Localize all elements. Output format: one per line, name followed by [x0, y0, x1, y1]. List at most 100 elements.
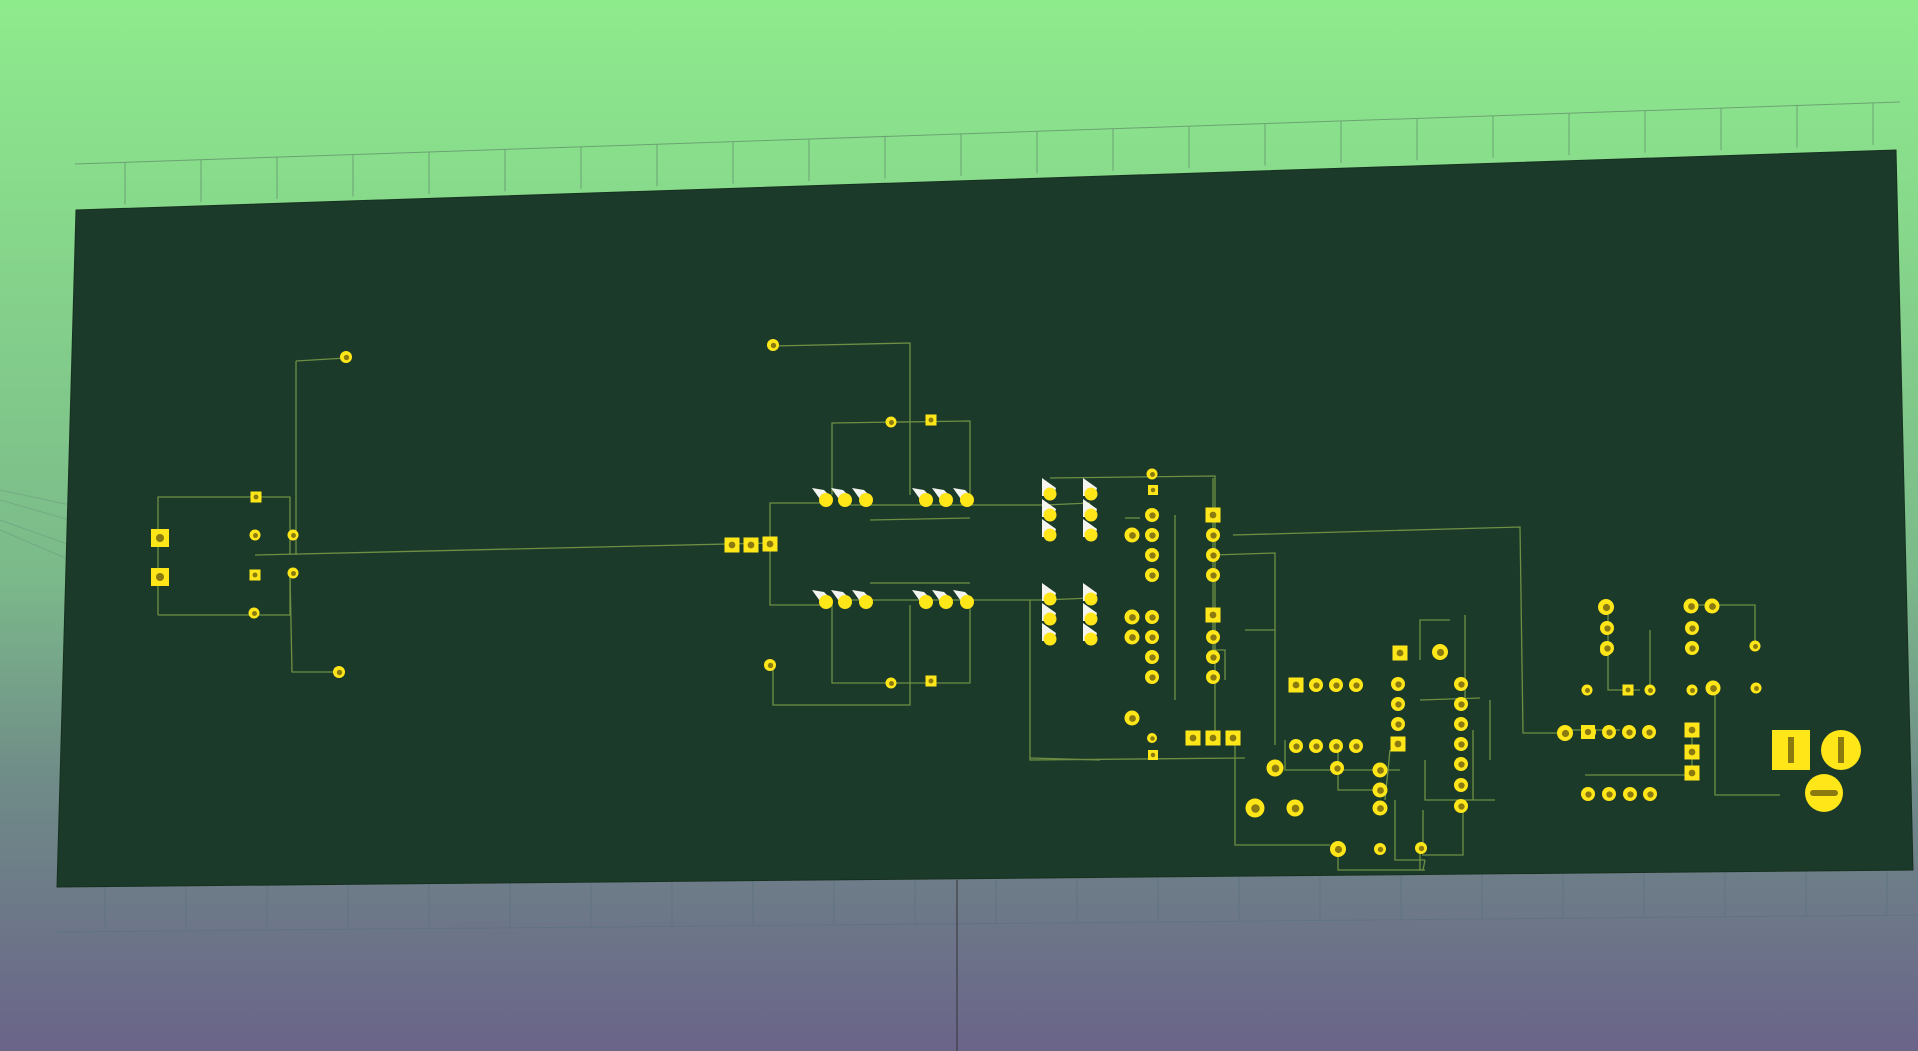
pad-round[interactable] [1454, 778, 1468, 792]
pad-round[interactable] [1644, 684, 1656, 696]
pad-square[interactable] [1581, 725, 1595, 739]
pad-round[interactable] [1124, 609, 1140, 625]
pad-round[interactable] [1206, 670, 1220, 684]
pad-round[interactable] [1454, 717, 1468, 731]
pad-round[interactable] [1286, 799, 1304, 817]
pad-square[interactable] [724, 537, 740, 553]
pad-round[interactable] [1309, 739, 1323, 753]
pad-round[interactable] [1600, 641, 1614, 655]
pad-round[interactable] [1330, 761, 1344, 775]
pad-round[interactable] [1581, 787, 1595, 801]
pad-round[interactable] [1454, 737, 1468, 751]
pad-square[interactable] [249, 569, 261, 581]
pad-round[interactable] [1145, 630, 1159, 644]
pad-round[interactable] [1372, 762, 1388, 778]
pad-round[interactable] [1454, 697, 1468, 711]
pad-round[interactable] [248, 607, 260, 619]
pad-square[interactable] [1684, 765, 1700, 781]
pad-round[interactable] [885, 677, 897, 689]
pad-round[interactable] [1145, 508, 1159, 522]
pad-round[interactable] [287, 529, 299, 541]
pad-square[interactable] [1392, 645, 1408, 661]
pad-square[interactable] [925, 675, 937, 687]
pad-round[interactable] [1750, 682, 1762, 694]
pad-round[interactable] [287, 567, 299, 579]
pad-round[interactable] [1432, 644, 1448, 660]
pad-round[interactable] [340, 351, 352, 363]
pad-round[interactable] [1145, 650, 1159, 664]
pad-round[interactable] [764, 659, 776, 671]
pad-round[interactable] [1372, 800, 1388, 816]
pad-round[interactable] [1206, 568, 1220, 582]
pad-round[interactable] [1145, 670, 1159, 684]
pad-round[interactable] [249, 529, 261, 541]
pad-round[interactable] [1147, 733, 1157, 743]
pad-square[interactable] [1390, 736, 1406, 752]
pad-round[interactable] [1206, 630, 1220, 644]
pad-round[interactable] [1289, 739, 1303, 753]
pad-round[interactable] [767, 339, 779, 351]
pad-round[interactable] [1349, 739, 1363, 753]
pad-square[interactable] [1288, 677, 1304, 693]
pad-square[interactable] [1148, 485, 1158, 495]
pad-square[interactable] [743, 537, 759, 553]
pad-round[interactable] [1454, 799, 1468, 813]
pad-round[interactable] [1685, 641, 1699, 655]
pad-round[interactable] [1705, 680, 1721, 696]
pad-round[interactable] [1206, 528, 1220, 542]
pad-round[interactable] [1124, 710, 1140, 726]
pad-square[interactable] [1684, 744, 1700, 760]
pad-round[interactable] [1124, 527, 1140, 543]
pad-round[interactable] [1145, 610, 1159, 624]
pad-round[interactable] [1145, 548, 1159, 562]
pad-round[interactable] [1685, 621, 1699, 635]
pad-round[interactable] [1309, 678, 1323, 692]
pad-round[interactable] [1602, 725, 1616, 739]
pad-round[interactable] [1124, 629, 1140, 645]
pad-square[interactable] [1148, 750, 1158, 760]
pad-round[interactable] [1686, 684, 1698, 696]
pad-round[interactable] [1372, 782, 1388, 798]
pad-round[interactable] [1598, 599, 1614, 615]
pad-round[interactable] [1622, 725, 1636, 739]
pcb-board[interactable] [56, 149, 1914, 888]
pad-round[interactable] [1642, 725, 1656, 739]
pad-round[interactable] [333, 666, 345, 678]
pad-round[interactable] [1330, 841, 1346, 857]
pad-square[interactable] [1684, 722, 1700, 738]
pad-round[interactable] [1206, 548, 1220, 562]
pad-round[interactable] [1643, 787, 1657, 801]
pad-round[interactable] [1623, 787, 1637, 801]
pad-round[interactable] [1145, 528, 1159, 542]
pad-round[interactable] [1206, 650, 1220, 664]
pad-square[interactable] [151, 568, 169, 586]
pad-round[interactable] [1329, 678, 1343, 692]
pad-round[interactable] [1704, 598, 1720, 614]
pads-layer[interactable] [151, 339, 1861, 857]
pad-square[interactable] [1622, 684, 1634, 696]
pad-round[interactable] [1600, 621, 1614, 635]
pad-round[interactable] [1602, 787, 1616, 801]
pad-square[interactable] [1185, 730, 1201, 746]
pad-round[interactable] [1146, 468, 1158, 480]
pad-round[interactable] [1557, 725, 1573, 741]
pad-square[interactable] [925, 414, 937, 426]
power-jack[interactable] [1772, 730, 1861, 812]
pad-round[interactable] [1683, 598, 1699, 614]
pad-round[interactable] [1145, 568, 1159, 582]
pad-round[interactable] [1374, 843, 1386, 855]
pad-round[interactable] [1329, 739, 1343, 753]
pad-square[interactable] [1205, 607, 1221, 623]
pad-round[interactable] [1454, 677, 1468, 691]
pad-square[interactable] [1225, 730, 1241, 746]
pad-round[interactable] [1391, 697, 1405, 711]
pad-round[interactable] [1349, 678, 1363, 692]
pad-round[interactable] [1415, 842, 1427, 854]
pad-square[interactable] [1205, 507, 1221, 523]
pad-round[interactable] [1454, 757, 1468, 771]
pad-square[interactable] [1205, 730, 1221, 746]
pad-round[interactable] [1266, 759, 1284, 777]
pad-square[interactable] [762, 536, 778, 552]
pad-round[interactable] [1391, 717, 1405, 731]
